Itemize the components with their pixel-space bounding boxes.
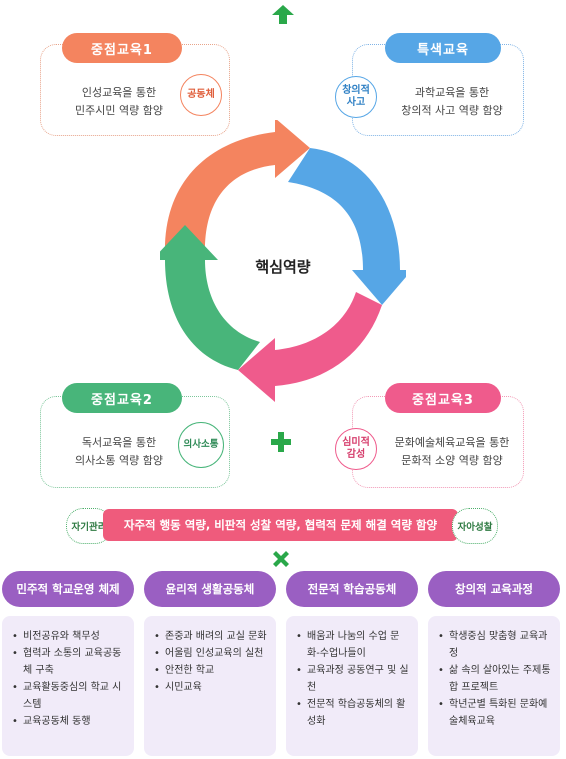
self-reflection-label: 자아성찰 — [452, 508, 498, 544]
focus3-badge: 심미적 감성 — [335, 428, 377, 470]
focus2-badge: 의사소통 — [178, 422, 224, 468]
column-box-ethical: 존중과 배려의 교실 문화 어울림 인성교육의 실천 안전한 학교 시민교육 — [144, 616, 276, 756]
list-item: 교육활동중심의 학교 시스템 — [12, 679, 126, 713]
cycle-arrow-pink — [238, 292, 382, 402]
core-cycle — [160, 120, 406, 402]
list-item: 삶 속의 살아있는 주제통합 프로젝트 — [438, 662, 552, 696]
list-item: 배움과 나눔의 수업 문화-수업나들이 — [296, 628, 410, 662]
column-box-creative: 학생중심 맞춤형 교육과정 삶 속의 살아있는 주제통합 프로젝트 학년군별 특… — [428, 616, 560, 756]
up-arrow-icon — [272, 5, 294, 24]
cycle-arrow-green — [160, 225, 260, 370]
core-competency-label: 핵심역량 — [255, 258, 311, 276]
list-item: 교육과정 공동연구 및 실천 — [296, 662, 410, 696]
cycle-arrow-blue — [288, 148, 406, 305]
focus1-desc: 인성교육을 통한 민주시민 역량 함양 — [75, 86, 163, 117]
focus3-desc: 문화예술체육교육을 통한 문화적 소양 역량 함양 — [394, 436, 510, 467]
cycle-arrow-orange — [165, 120, 310, 250]
list-item: 교육공동체 동행 — [12, 713, 126, 730]
list-item: 학년군별 특화된 문화예술체육교육 — [438, 696, 552, 730]
list-item: 협력과 소통의 교육공동체 구축 — [12, 645, 126, 679]
column-box-professional: 배움과 나눔의 수업 문화-수업나들이 교육과정 공동연구 및 실천 전문적 학… — [286, 616, 418, 756]
column-head-creative: 창의적 교육과정 — [428, 571, 560, 607]
column-box-democratic: 비전공유와 책무성 협력과 소통의 교육공동체 구축 교육활동중심의 학교 시스… — [2, 616, 134, 756]
list-item: 학생중심 맞춤형 교육과정 — [438, 628, 552, 662]
list-item: 시민교육 — [154, 679, 268, 696]
focus1-title: 중점교육1 — [62, 33, 182, 63]
list-item: 비전공유와 책무성 — [12, 628, 126, 645]
column-head-ethical: 윤리적 생활공동체 — [144, 571, 276, 607]
focus2-title: 중점교육2 — [62, 383, 182, 413]
special-desc: 과학교육을 통한 창의적 사고 역량 함양 — [401, 86, 503, 117]
list-item: 안전한 학교 — [154, 662, 268, 679]
list-item: 존중과 배려의 교실 문화 — [154, 628, 268, 645]
plus-icon — [271, 432, 291, 452]
focus1-badge: 공동체 — [180, 74, 222, 116]
column-head-democratic: 민주적 학교운영 체제 — [2, 571, 134, 607]
special-title: 특색교육 — [385, 33, 501, 63]
special-badge: 창의적 사고 — [335, 76, 377, 118]
focus2-desc: 독서교육을 통한 의사소통 역량 함양 — [75, 436, 163, 467]
list-item: 전문적 학습공동체의 활성화 — [296, 696, 410, 730]
list-item: 어울림 인성교육의 실천 — [154, 645, 268, 662]
column-head-professional: 전문적 학습공동체 — [286, 571, 418, 607]
competency-banner: 자주적 행동 역량, 비판적 성찰 역량, 협력적 문제 해결 역량 함양 — [103, 509, 458, 541]
multiply-icon — [273, 551, 289, 567]
focus3-title: 중점교육3 — [385, 383, 501, 413]
